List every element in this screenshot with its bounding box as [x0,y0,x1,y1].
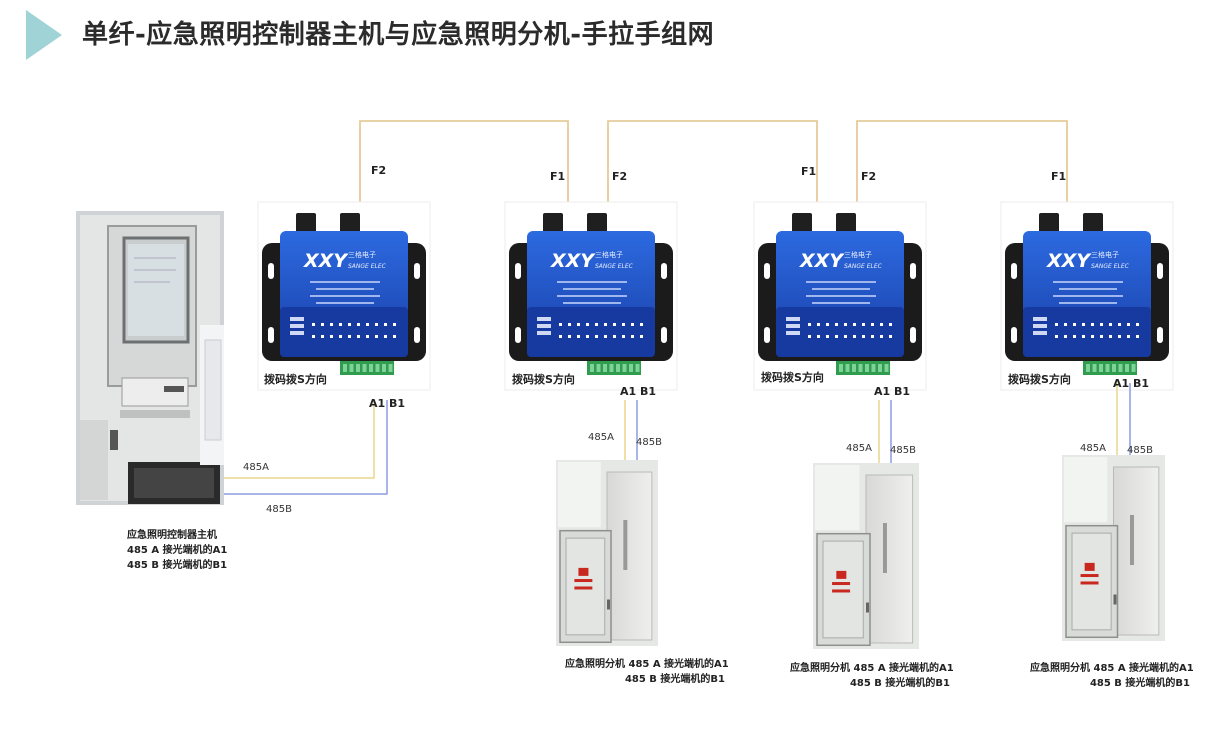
slave-cabinet-3 [1062,455,1165,641]
slave-3-caption: 应急照明分机 485 A 接光端机的A1 485 B 接光端机的B1 [1030,661,1194,691]
slave-1-caption: 应急照明分机 485 A 接光端机的A1 485 B 接光端机的B1 [565,657,729,687]
modem-4-brand: SANGE ELEC [1091,263,1130,270]
host-wires [224,400,388,495]
slave-wires [624,383,1131,463]
slave-2-caption-line-2: 485 B 接光端机的B1 [849,678,950,689]
page-title: 单纤-应急照明控制器主机与应急照明分机-手拉手组网 [82,20,715,50]
slave-2-caption-line-1: 应急照明分机 485 A 接光端机的A1 [790,663,954,674]
terminal-label-modem-4: A1 B1 [1113,377,1150,390]
modem-2-brand: SANGE ELEC [595,263,634,270]
slave-1-wire-b-label: 485B [636,437,662,448]
modem-4-logo: XXY [1046,250,1092,272]
modem-1-logo: XXY [303,250,349,272]
terminal-label-modem-2: A1 B1 [620,385,657,398]
modem-3-brand: SANGE ELEC [844,263,883,270]
host-caption-line-2: 485 A 接光端机的A1 [127,545,228,556]
modem-2-brand-cn: 三格电子 [595,250,623,259]
host-controller [76,211,224,505]
slave-2-wire-b-label: 485B [890,445,916,456]
host-caption: 应急照明控制器主机 485 A 接光端机的A1 485 B 接光端机的B1 [127,528,227,573]
dip-label-modem-4: 拨码拨S方向 [1008,373,1071,386]
modem-1-brand: SANGE ELEC [348,263,387,270]
slave-3-wire-b-label: 485B [1127,445,1153,456]
port-label-modem-3-f1: F1 [801,165,817,178]
slave-1-caption-line-1: 应急照明分机 485 A 接光端机的A1 [565,659,729,670]
host-caption-line-1: 应急照明控制器主机 [127,530,217,541]
fiber-link-3-4 [856,120,1068,215]
fiber-links [359,120,1068,215]
dip-label-modem-1: 拨码拨S方向 [264,373,327,386]
modem-4-brand-cn: 三格电子 [1091,250,1119,259]
title-triangle-icon [26,10,62,60]
port-label-modem-2-f2: F2 [612,170,628,183]
port-label-modem-1-f2: F2 [371,164,387,177]
host-caption-line-3: 485 B 接光端机的B1 [127,560,228,571]
slave-cabinet-1 [556,460,658,646]
terminal-label-modem-3: A1 B1 [874,385,911,398]
slave-cabinet-2 [813,463,919,649]
slave-1-caption-line-2: 485 B 接光端机的B1 [624,674,725,685]
port-label-modem-4-f1: F1 [1051,170,1067,183]
terminal-label-modem-1: A1 B1 [369,397,406,410]
fiber-link-2-3 [607,120,818,215]
host-wire-a-label: 485A [243,462,269,473]
slave-3-wire-a-label: 485A [1080,443,1106,454]
port-label-modem-2-f1: F1 [550,170,566,183]
fiber-link-1-2 [359,120,569,215]
slaves [556,455,1165,649]
port-label-modem-3-f2: F2 [861,170,877,183]
modem-1-brand-cn: 三格电子 [348,250,376,259]
dip-label-modem-3: 拨码拨S方向 [761,371,824,384]
host-wire-a [224,400,375,479]
slave-3-caption-line-1: 应急照明分机 485 A 接光端机的A1 [1030,663,1194,674]
modem-3-brand-cn: 三格电子 [844,250,872,259]
host-wire-b [224,400,388,495]
dip-label-modem-2: 拨码拨S方向 [512,373,575,386]
host-wire-b-label: 485B [266,504,292,515]
slave-2-wire-a-label: 485A [846,443,872,454]
slave-3-caption-line-2: 485 B 接光端机的B1 [1089,678,1190,689]
modem-3-logo: XXY [799,250,845,272]
modem-2-logo: XXY [550,250,596,272]
slave-2-caption: 应急照明分机 485 A 接光端机的A1 485 B 接光端机的B1 [790,661,954,691]
slave-1-wire-a-label: 485A [588,432,614,443]
